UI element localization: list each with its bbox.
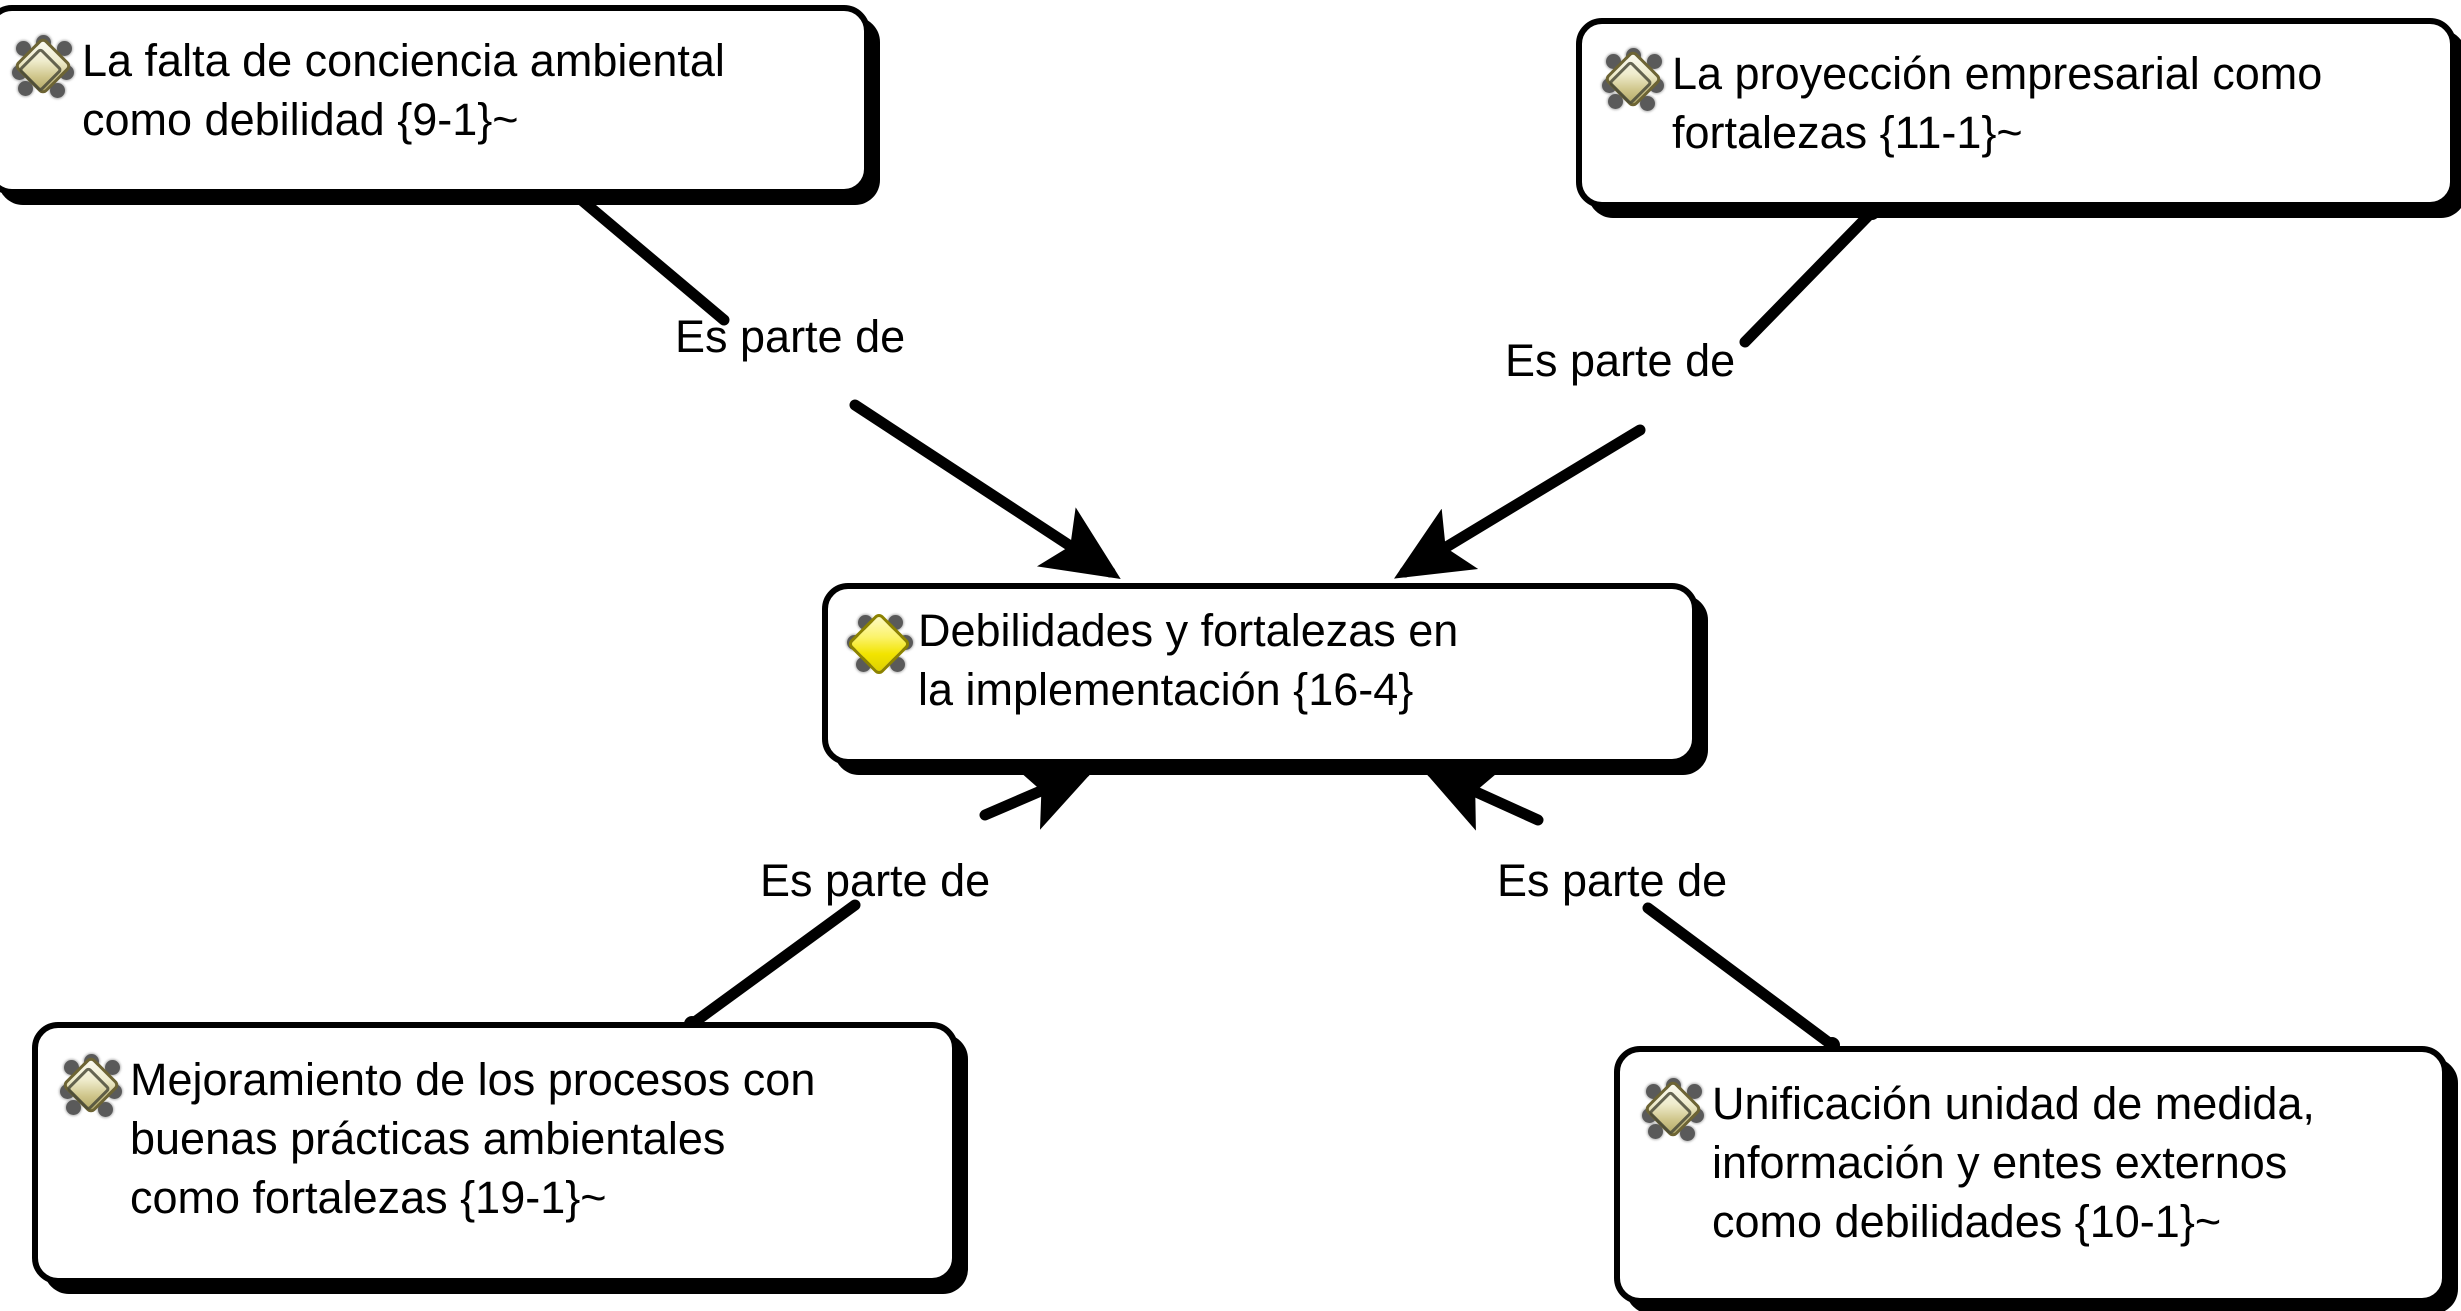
- concept-cluster-icon: [1642, 1078, 1704, 1141]
- concept-cluster-icon: [1602, 48, 1664, 111]
- node-improvement[interactable]: Mejoramiento de los procesos con buenas …: [32, 1022, 958, 1284]
- node-label: La proyección empresarial como fortaleza…: [1672, 48, 2323, 158]
- node-business-projection[interactable]: La proyección empresarial como fortaleza…: [1576, 18, 2456, 208]
- edge-label-weakness-to-center: Es parte de: [675, 311, 906, 362]
- edge-label-improvement-to-center: Es parte de: [760, 855, 991, 906]
- edge-weakness-to-center: [564, 184, 1121, 580]
- node-label: Unificación unidad de medida, informació…: [1712, 1078, 2315, 1247]
- edge-label-unification-to-center: Es parte de: [1497, 855, 1728, 906]
- edge-unification-to-center: [1420, 766, 1840, 1053]
- concept-diamond-icon: [846, 611, 913, 677]
- node-weakness-awareness[interactable]: La falta de conciencia ambiental como de…: [0, 5, 870, 195]
- edge-label-projection-to-center: Es parte de: [1505, 335, 1736, 386]
- node-label: Mejoramiento de los procesos con buenas …: [130, 1054, 816, 1223]
- edge-projection-to-center: [1394, 204, 1880, 579]
- node-center[interactable]: Debilidades y fortalezas en la implement…: [822, 583, 1698, 765]
- concept-cluster-icon: [12, 35, 74, 98]
- node-unification[interactable]: Unificación unidad de medida, informació…: [1614, 1046, 2448, 1304]
- node-label: Debilidades y fortalezas en la implement…: [918, 605, 1459, 715]
- concept-cluster-icon: [60, 1054, 122, 1117]
- node-label: La falta de conciencia ambiental como de…: [82, 35, 725, 145]
